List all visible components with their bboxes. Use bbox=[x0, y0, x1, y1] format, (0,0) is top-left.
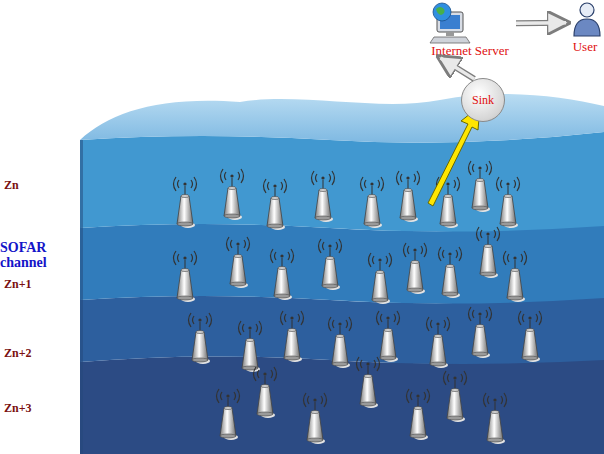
node-label: Internet Server bbox=[431, 44, 509, 58]
node-label: User bbox=[573, 40, 598, 54]
sensor-node bbox=[254, 367, 277, 418]
sensor-node bbox=[477, 227, 500, 278]
layer-label: Zn+2 bbox=[4, 346, 64, 361]
sensor-node bbox=[174, 251, 197, 302]
sensor-node bbox=[404, 243, 427, 294]
sensor-node bbox=[469, 161, 492, 212]
sensor-node bbox=[369, 253, 392, 304]
sensor-node bbox=[357, 357, 380, 408]
sensor-node bbox=[377, 311, 400, 362]
sensor-node bbox=[504, 251, 527, 302]
top-surface bbox=[80, 94, 604, 143]
layer-zn bbox=[80, 132, 604, 232]
sensor-node bbox=[264, 179, 287, 230]
sensor-node bbox=[239, 321, 262, 372]
sensor-node bbox=[439, 247, 462, 298]
sensor-node bbox=[361, 177, 384, 228]
server-node: Internet Server bbox=[424, 0, 516, 58]
sensor-node bbox=[329, 317, 352, 368]
layer-zn3 bbox=[80, 356, 604, 454]
layer-label: SOFAR channel bbox=[0, 240, 62, 270]
sink-node: Sink bbox=[461, 78, 505, 122]
layer-label: Zn+1 bbox=[4, 277, 64, 292]
sensor-node bbox=[519, 311, 542, 362]
sensor-node bbox=[281, 311, 304, 362]
sensor-node bbox=[217, 389, 240, 440]
sensor-node bbox=[221, 169, 244, 220]
connector-line bbox=[441, 58, 475, 79]
sensor-node bbox=[312, 171, 335, 222]
arrow-connector bbox=[441, 58, 475, 79]
sensor-node bbox=[407, 389, 430, 440]
sensor-node bbox=[304, 393, 327, 444]
layer-label: Zn+3 bbox=[4, 401, 64, 416]
arrow-connector bbox=[516, 22, 566, 24]
sensor-node bbox=[227, 237, 250, 288]
sensor-node bbox=[469, 307, 492, 358]
sensor-node bbox=[397, 171, 420, 222]
sensor-node bbox=[319, 239, 342, 290]
sensor-node bbox=[444, 371, 467, 422]
sensor-node bbox=[189, 313, 212, 364]
node-label: Sink bbox=[472, 93, 494, 107]
user-node: User bbox=[566, 0, 604, 54]
sensor-node bbox=[497, 177, 520, 228]
server-icon bbox=[430, 3, 470, 43]
sensor-node bbox=[484, 393, 507, 444]
sensor-node bbox=[271, 249, 294, 300]
sensor-node bbox=[174, 177, 197, 228]
connector-line bbox=[441, 58, 475, 79]
block-left-edge bbox=[80, 140, 83, 454]
sensor-group bbox=[174, 161, 542, 444]
layer-sofar bbox=[80, 224, 604, 304]
connector-line bbox=[516, 20, 566, 27]
sensor-node bbox=[427, 317, 450, 368]
uplink-arrow bbox=[428, 106, 480, 206]
connector-line bbox=[516, 21, 566, 25]
layer-label: Zn bbox=[4, 178, 64, 193]
user-icon bbox=[574, 3, 600, 36]
